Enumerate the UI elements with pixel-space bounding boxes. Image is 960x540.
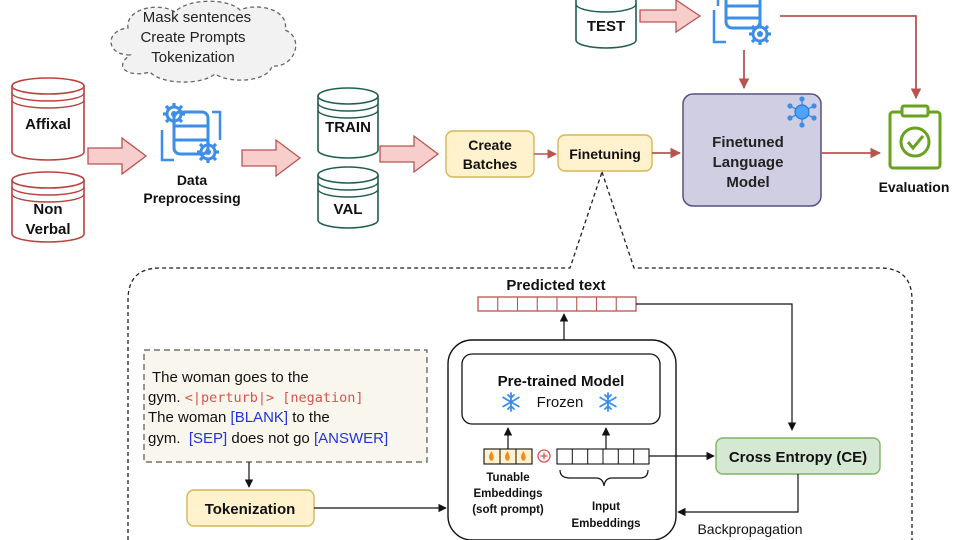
input-emb-label-1: Input — [592, 501, 620, 513]
cross-entropy-box: Cross Entropy (CE) — [715, 437, 881, 475]
tunable-label-1: Tunable — [486, 472, 529, 484]
tunable-label-2: Embeddings — [473, 488, 542, 500]
create-batches-label-1: Create — [468, 137, 512, 153]
fire-icon — [489, 451, 526, 461]
create-batches-label-2: Batches — [463, 156, 518, 172]
finetuning-detail-callout — [127, 171, 913, 540]
affixal-label: Affixal — [25, 116, 71, 133]
tokenization-label: Tokenization — [205, 501, 296, 518]
prompt-line-3: The woman [BLANK] to the — [148, 409, 330, 426]
flow-arrow-3 — [379, 134, 440, 174]
backpropagation-arrow — [677, 474, 799, 517]
preprocessing-steps-cloud: Mask sentences Create Prompts Tokenizati… — [110, 0, 297, 83]
gears-to-evaluation-arrow — [780, 15, 922, 100]
input-emb-label-2: Embeddings — [571, 518, 640, 530]
prompt-line-1: The woman goes to the — [152, 369, 309, 386]
flow-arrow-4 — [639, 0, 702, 34]
tokenization-box: Tokenization — [186, 489, 315, 527]
val-label: VAL — [334, 201, 363, 218]
clipboard-check-icon — [888, 104, 942, 170]
llm-network-icon — [787, 96, 817, 128]
test-label: TEST — [587, 18, 625, 35]
cloud-line-tokenization: Tokenization — [151, 49, 234, 66]
predicted-text-label: Predicted text — [506, 277, 605, 294]
gear-database-icon — [160, 101, 222, 165]
prompt-line-4: gym. [SEP] does not go [ANSWER] — [148, 430, 388, 447]
finetuned-lm-label-3: Model — [726, 174, 769, 191]
flow-arrow-2 — [241, 138, 302, 178]
data-preprocessing-label-1: Data — [177, 172, 208, 188]
cloud-line-prompts: Create Prompts — [140, 29, 245, 46]
nonverbal-label-2: Verbal — [25, 221, 70, 238]
plus-circle-icon — [537, 449, 551, 463]
backpropagation-label: Backpropagation — [697, 521, 802, 537]
cross-entropy-label: Cross Entropy (CE) — [729, 449, 867, 466]
predicted-to-ce-arrow — [636, 303, 797, 431]
input-embeddings-tokens — [556, 448, 650, 465]
prompt-line-2: gym. <|perturb|> [negation] — [148, 389, 364, 406]
finetuned-lm-label-1: Finetuned — [712, 134, 784, 151]
prompt-example-box — [143, 349, 428, 463]
finetuning-label: Finetuning — [569, 146, 641, 162]
tunable-embeddings-tokens — [483, 448, 533, 465]
test-gear-database-icon — [712, 0, 773, 47]
tunable-label-3: (soft prompt) — [472, 504, 544, 516]
finetuning-box: Finetuning — [557, 134, 653, 172]
train-label: TRAIN — [325, 119, 371, 136]
pretrained-model-label: Pre-trained Model — [498, 373, 625, 390]
evaluation-label: Evaluation — [879, 179, 950, 195]
affixal-database: Affixal — [11, 77, 85, 161]
frozen-label: Frozen — [537, 394, 584, 411]
data-preprocessing-label-2: Preprocessing — [143, 190, 240, 206]
input-embeddings-brace — [559, 469, 649, 487]
finetuned-lm-label-2: Language — [713, 154, 784, 171]
cloud-line-mask: Mask sentences — [143, 9, 251, 26]
val-database: VAL — [317, 166, 379, 229]
predicted-text-tokens — [477, 296, 637, 312]
finetuned-language-model-box: Finetuned Language Model — [682, 93, 822, 207]
test-database: TEST — [575, 0, 637, 49]
train-database: TRAIN — [317, 87, 379, 159]
nonverbal-label-1: Non — [33, 201, 62, 218]
create-batches-box: Create Batches — [445, 130, 535, 178]
nonverbal-database: Non Verbal — [11, 171, 85, 243]
flow-arrow-1 — [87, 136, 148, 176]
